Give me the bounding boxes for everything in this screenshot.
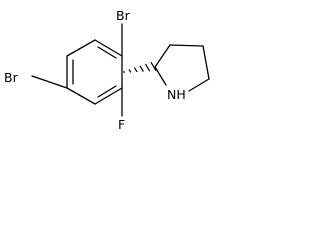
atom-label-nh: NH	[167, 87, 186, 102]
pyrrolidine-bond-c4-c5	[202, 45, 210, 80]
benzene-ring	[66, 39, 123, 105]
hashed-wedge-bond	[122, 61, 157, 74]
ring-bond-3	[94, 87, 123, 105]
ring-double-bond-1	[97, 46, 117, 59]
ring-double-bond-2	[97, 85, 117, 98]
pyrrolidine-ring	[154, 44, 210, 92]
bond-to-br-left	[31, 75, 68, 89]
ring-bond-6	[66, 39, 96, 57]
ring-bond-4	[66, 87, 96, 105]
ring-bond-1	[94, 39, 123, 57]
atom-label-br-left: Br	[4, 70, 19, 85]
substituent-bonds	[31, 23, 123, 117]
atom-label-br-top: Br	[116, 8, 131, 23]
pyrrolidine-bond-c3-c4	[169, 44, 204, 47]
pyrrolidine-bond-c5-n	[188, 78, 210, 92]
atom-label-fluorine: F	[118, 117, 125, 132]
pyrrolidine-bond-n-c2	[154, 66, 167, 86]
molecule-structure: Br Br F NH	[4, 8, 210, 132]
pyrrolidine-bond-c2-c3	[154, 44, 171, 68]
